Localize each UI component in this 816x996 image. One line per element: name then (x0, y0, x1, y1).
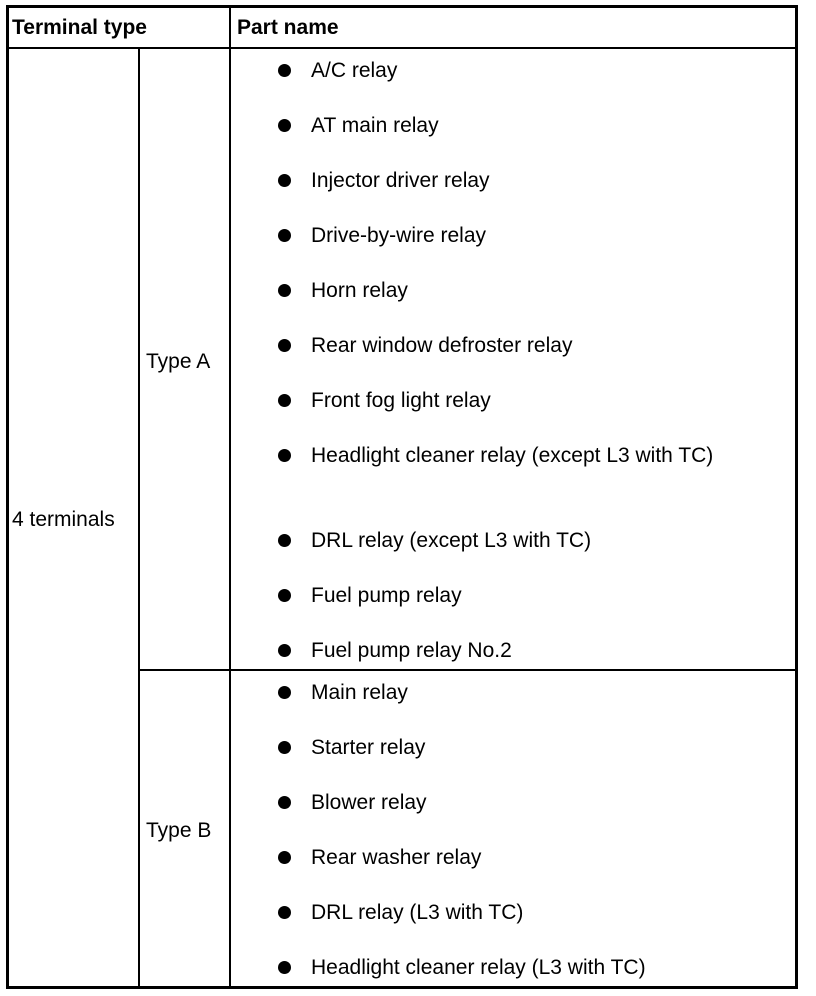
part-name: Starter relay (311, 736, 426, 759)
group-divider (138, 48, 140, 988)
part-name: DRL relay (except L3 with TC) (311, 529, 592, 552)
bullet-icon (278, 394, 291, 407)
part-name: Fuel pump relay No.2 (311, 639, 512, 662)
part-name: Rear window defroster relay (311, 334, 573, 357)
part-name: Front fog light relay (311, 389, 491, 412)
bullet-icon (278, 229, 291, 242)
header-terminal-type: Terminal type (12, 16, 147, 39)
header-divider (6, 47, 797, 49)
part-name: A/C relay (311, 59, 398, 82)
bullet-icon (278, 64, 291, 77)
terminal-group-label: 4 terminals (12, 508, 115, 531)
bullet-icon (278, 906, 291, 919)
type-a-label: Type A (146, 350, 211, 373)
bullet-icon (278, 449, 291, 462)
table-bottom-border (6, 986, 797, 989)
part-name: DRL relay (L3 with TC) (311, 901, 524, 924)
bullet-icon (278, 851, 291, 864)
type-b-label: Type B (146, 819, 212, 842)
table-right-border (795, 5, 798, 989)
part-name: Fuel pump relay (311, 584, 462, 607)
header-part-name: Part name (237, 16, 339, 39)
part-name: Horn relay (311, 279, 408, 302)
bullet-icon (278, 174, 291, 187)
part-name: Headlight cleaner relay (except L3 with … (311, 444, 714, 467)
bullet-icon (278, 644, 291, 657)
part-name: Drive-by-wire relay (311, 224, 487, 247)
part-name: Rear washer relay (311, 846, 482, 869)
bullet-icon (278, 339, 291, 352)
type-divider (139, 669, 797, 671)
part-name: Injector driver relay (311, 169, 490, 192)
bullet-icon (278, 589, 291, 602)
bullet-icon (278, 796, 291, 809)
table-top-border (6, 5, 797, 8)
part-name: Blower relay (311, 791, 427, 814)
table-left-border (6, 5, 9, 989)
column-divider (229, 5, 231, 989)
part-name: Main relay (311, 681, 408, 704)
bullet-icon (278, 961, 291, 974)
part-name: Headlight cleaner relay (L3 with TC) (311, 956, 646, 979)
bullet-icon (278, 534, 291, 547)
bullet-icon (278, 686, 291, 699)
part-name: AT main relay (311, 114, 439, 137)
bullet-icon (278, 119, 291, 132)
bullet-icon (278, 284, 291, 297)
bullet-icon (278, 741, 291, 754)
